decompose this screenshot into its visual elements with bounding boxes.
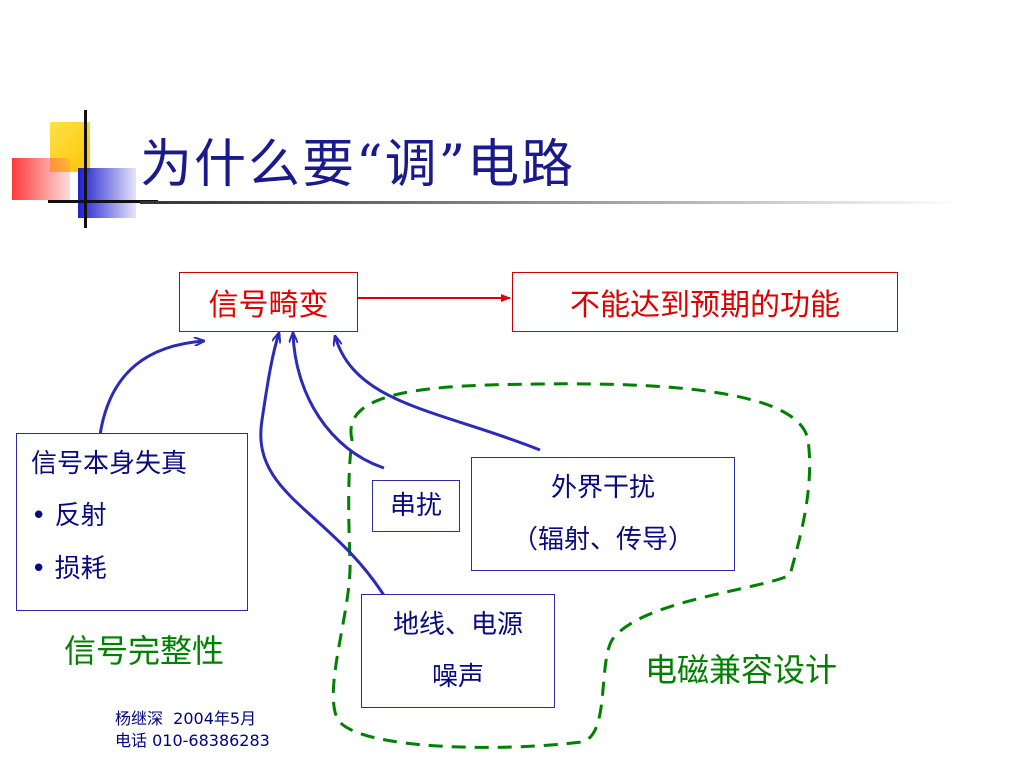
emc-dashed-boundary [331,382,812,749]
label-emc-design: 电磁兼容设计 [645,651,838,689]
node-signal-distortion-label: 信号畸变 [208,288,329,323]
decor-vertical-line [84,110,87,228]
intrinsic-item-reflection: • 反射 [31,501,107,532]
arrow-external [335,336,541,452]
external-line2: （辐射、传导） [511,525,694,555]
node-function-failure-label: 不能达到预期的功能 [570,288,840,323]
decor-red-square [12,158,70,200]
node-function-failure: 不能达到预期的功能 [512,272,898,332]
arrow-crosstalk [293,333,385,470]
external-line1: 外界干扰 [550,472,655,503]
node-ground-power-noise: 地线、电源 噪声 [361,594,555,708]
ground-power-line2: 噪声 [431,662,484,692]
node-intrinsic-distortion: 信号本身失真 • 反射 • 损耗 [16,433,248,611]
title-underline [140,201,960,204]
footer-phone: 电话 010-68386283 [115,730,270,750]
arrow-ground-power [259,333,387,598]
decor-blue-square [78,168,136,218]
decor-horizontal-line [48,200,158,203]
intrinsic-item-loss: • 损耗 [31,553,107,584]
arrow-intrinsic [98,341,204,436]
page-title: 为什么要“调”电路 [140,135,576,195]
node-signal-distortion: 信号畸变 [179,272,358,332]
intrinsic-heading: 信号本身失真 [31,449,188,479]
node-external-interference: 外界干扰 （辐射、传导） [471,457,735,571]
node-crosstalk-label: 串扰 [389,490,442,521]
ground-power-line1: 地线、电源 [392,609,523,640]
slide-decoration [10,110,158,230]
footer-author-date: 杨继深 2004年5月 [115,709,257,728]
label-signal-integrity: 信号完整性 [64,632,225,670]
node-crosstalk: 串扰 [372,480,460,532]
footer: 杨继深 2004年5月 电话 010-68386283 [115,708,270,751]
